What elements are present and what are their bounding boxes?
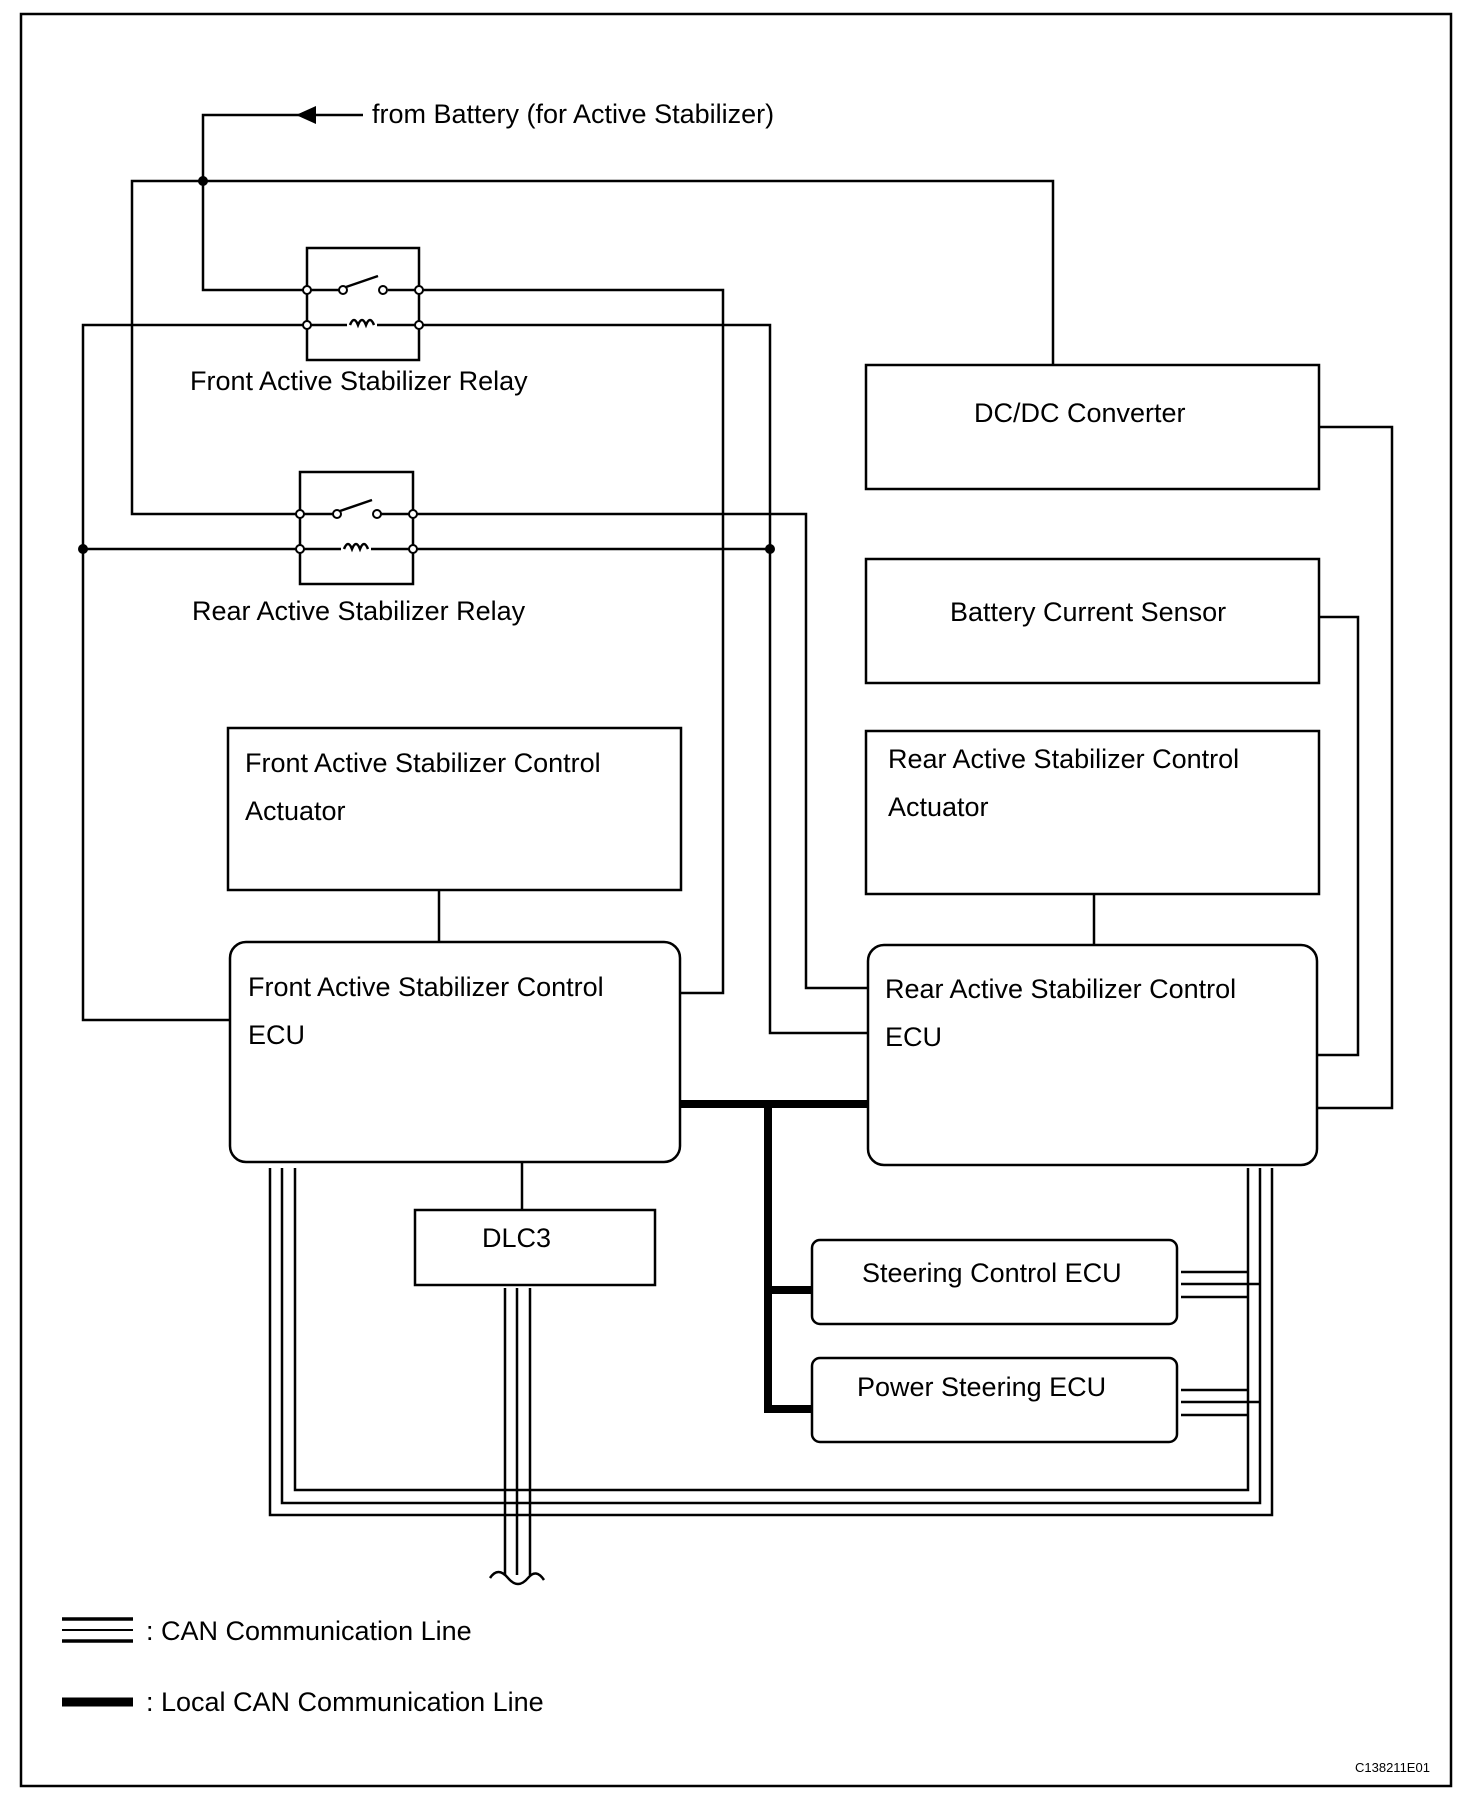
front-ecu-label-line2: ECU <box>248 1020 305 1050</box>
dcdc-label: DC/DC Converter <box>974 398 1186 428</box>
battery-sensor-box <box>864 557 1321 685</box>
diagram-frame <box>19 12 1453 1788</box>
front-ecu-label-line1: Front Active Stabilizer Control <box>248 972 604 1002</box>
front-ecu-box <box>228 940 682 1164</box>
dlc3-label: DLC3 <box>482 1223 551 1253</box>
legend-can-label: : CAN Communication Line <box>146 1616 472 1646</box>
rear-ecu-label-line2: ECU <box>885 1022 942 1052</box>
steering-ecu-label: Steering Control ECU <box>862 1258 1122 1288</box>
front-actuator-label-line1: Front Active Stabilizer Control <box>245 748 601 778</box>
rear-actuator-label-line2: Actuator <box>888 792 989 822</box>
power-steering-ecu-box <box>810 1356 1179 1444</box>
front-actuator-box <box>226 726 683 892</box>
rear-ecu-box <box>866 943 1319 1167</box>
can-bus-lines <box>268 1168 1274 1586</box>
battery-sensor-label: Battery Current Sensor <box>950 597 1226 627</box>
rear-ecu-label-line1: Rear Active Stabilizer Control <box>885 974 1236 1004</box>
front-actuator-label-line2: Actuator <box>245 796 346 826</box>
steering-ecu-box <box>810 1238 1179 1326</box>
legend: : CAN Communication Line : Local CAN Com… <box>62 1616 544 1717</box>
front-relay-label: Front Active Stabilizer Relay <box>190 366 528 396</box>
dcdc-converter-box <box>864 363 1321 491</box>
front-relay <box>302 246 424 362</box>
figure-code: C138211E01 <box>1355 1760 1430 1775</box>
rear-actuator-box <box>864 729 1321 896</box>
rear-relay <box>295 470 418 586</box>
rear-actuator-label-line1: Rear Active Stabilizer Control <box>888 744 1239 774</box>
legend-local-can-label: : Local CAN Communication Line <box>146 1687 544 1717</box>
rear-relay-label: Rear Active Stabilizer Relay <box>192 596 526 626</box>
dlc3-box <box>413 1208 657 1287</box>
battery-label: from Battery (for Active Stabilizer) <box>372 99 774 129</box>
local-can-lines <box>681 1100 868 1413</box>
power-wiring <box>78 106 1394 1210</box>
power-steering-ecu-label: Power Steering ECU <box>857 1372 1106 1402</box>
